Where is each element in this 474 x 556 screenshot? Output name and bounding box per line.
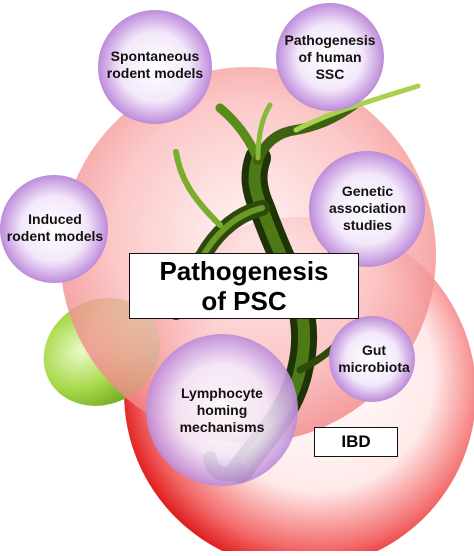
ibd-label-box: IBD (314, 427, 398, 457)
bubble-gut-microbiota (329, 316, 415, 402)
label-lymphocyte-homing-mechanisms: Lymphocyte homing mechanisms (179, 384, 265, 435)
bubble-genetic-association-studies (309, 151, 425, 267)
bubble-induced-rodent-models (0, 175, 108, 283)
bubble-lymphocyte-homing-mechanisms (146, 334, 298, 486)
label-induced-rodent-models: Induced rodent models (6, 211, 104, 244)
label-genetic-association-studies: Genetic association studies (328, 182, 407, 233)
label-spontaneous-rodent-models: Spontaneous rodent models (106, 48, 204, 81)
label-pathogenesis-human-ssc: Pathogenesis of human SSC (284, 31, 376, 82)
bubble-spontaneous-rodent-models (98, 10, 212, 124)
bubble-pathogenesis-human-ssc (276, 3, 384, 111)
center-title-box: Pathogenesis of PSC (129, 253, 359, 319)
label-gut-microbiota: Gut microbiota (338, 342, 410, 375)
